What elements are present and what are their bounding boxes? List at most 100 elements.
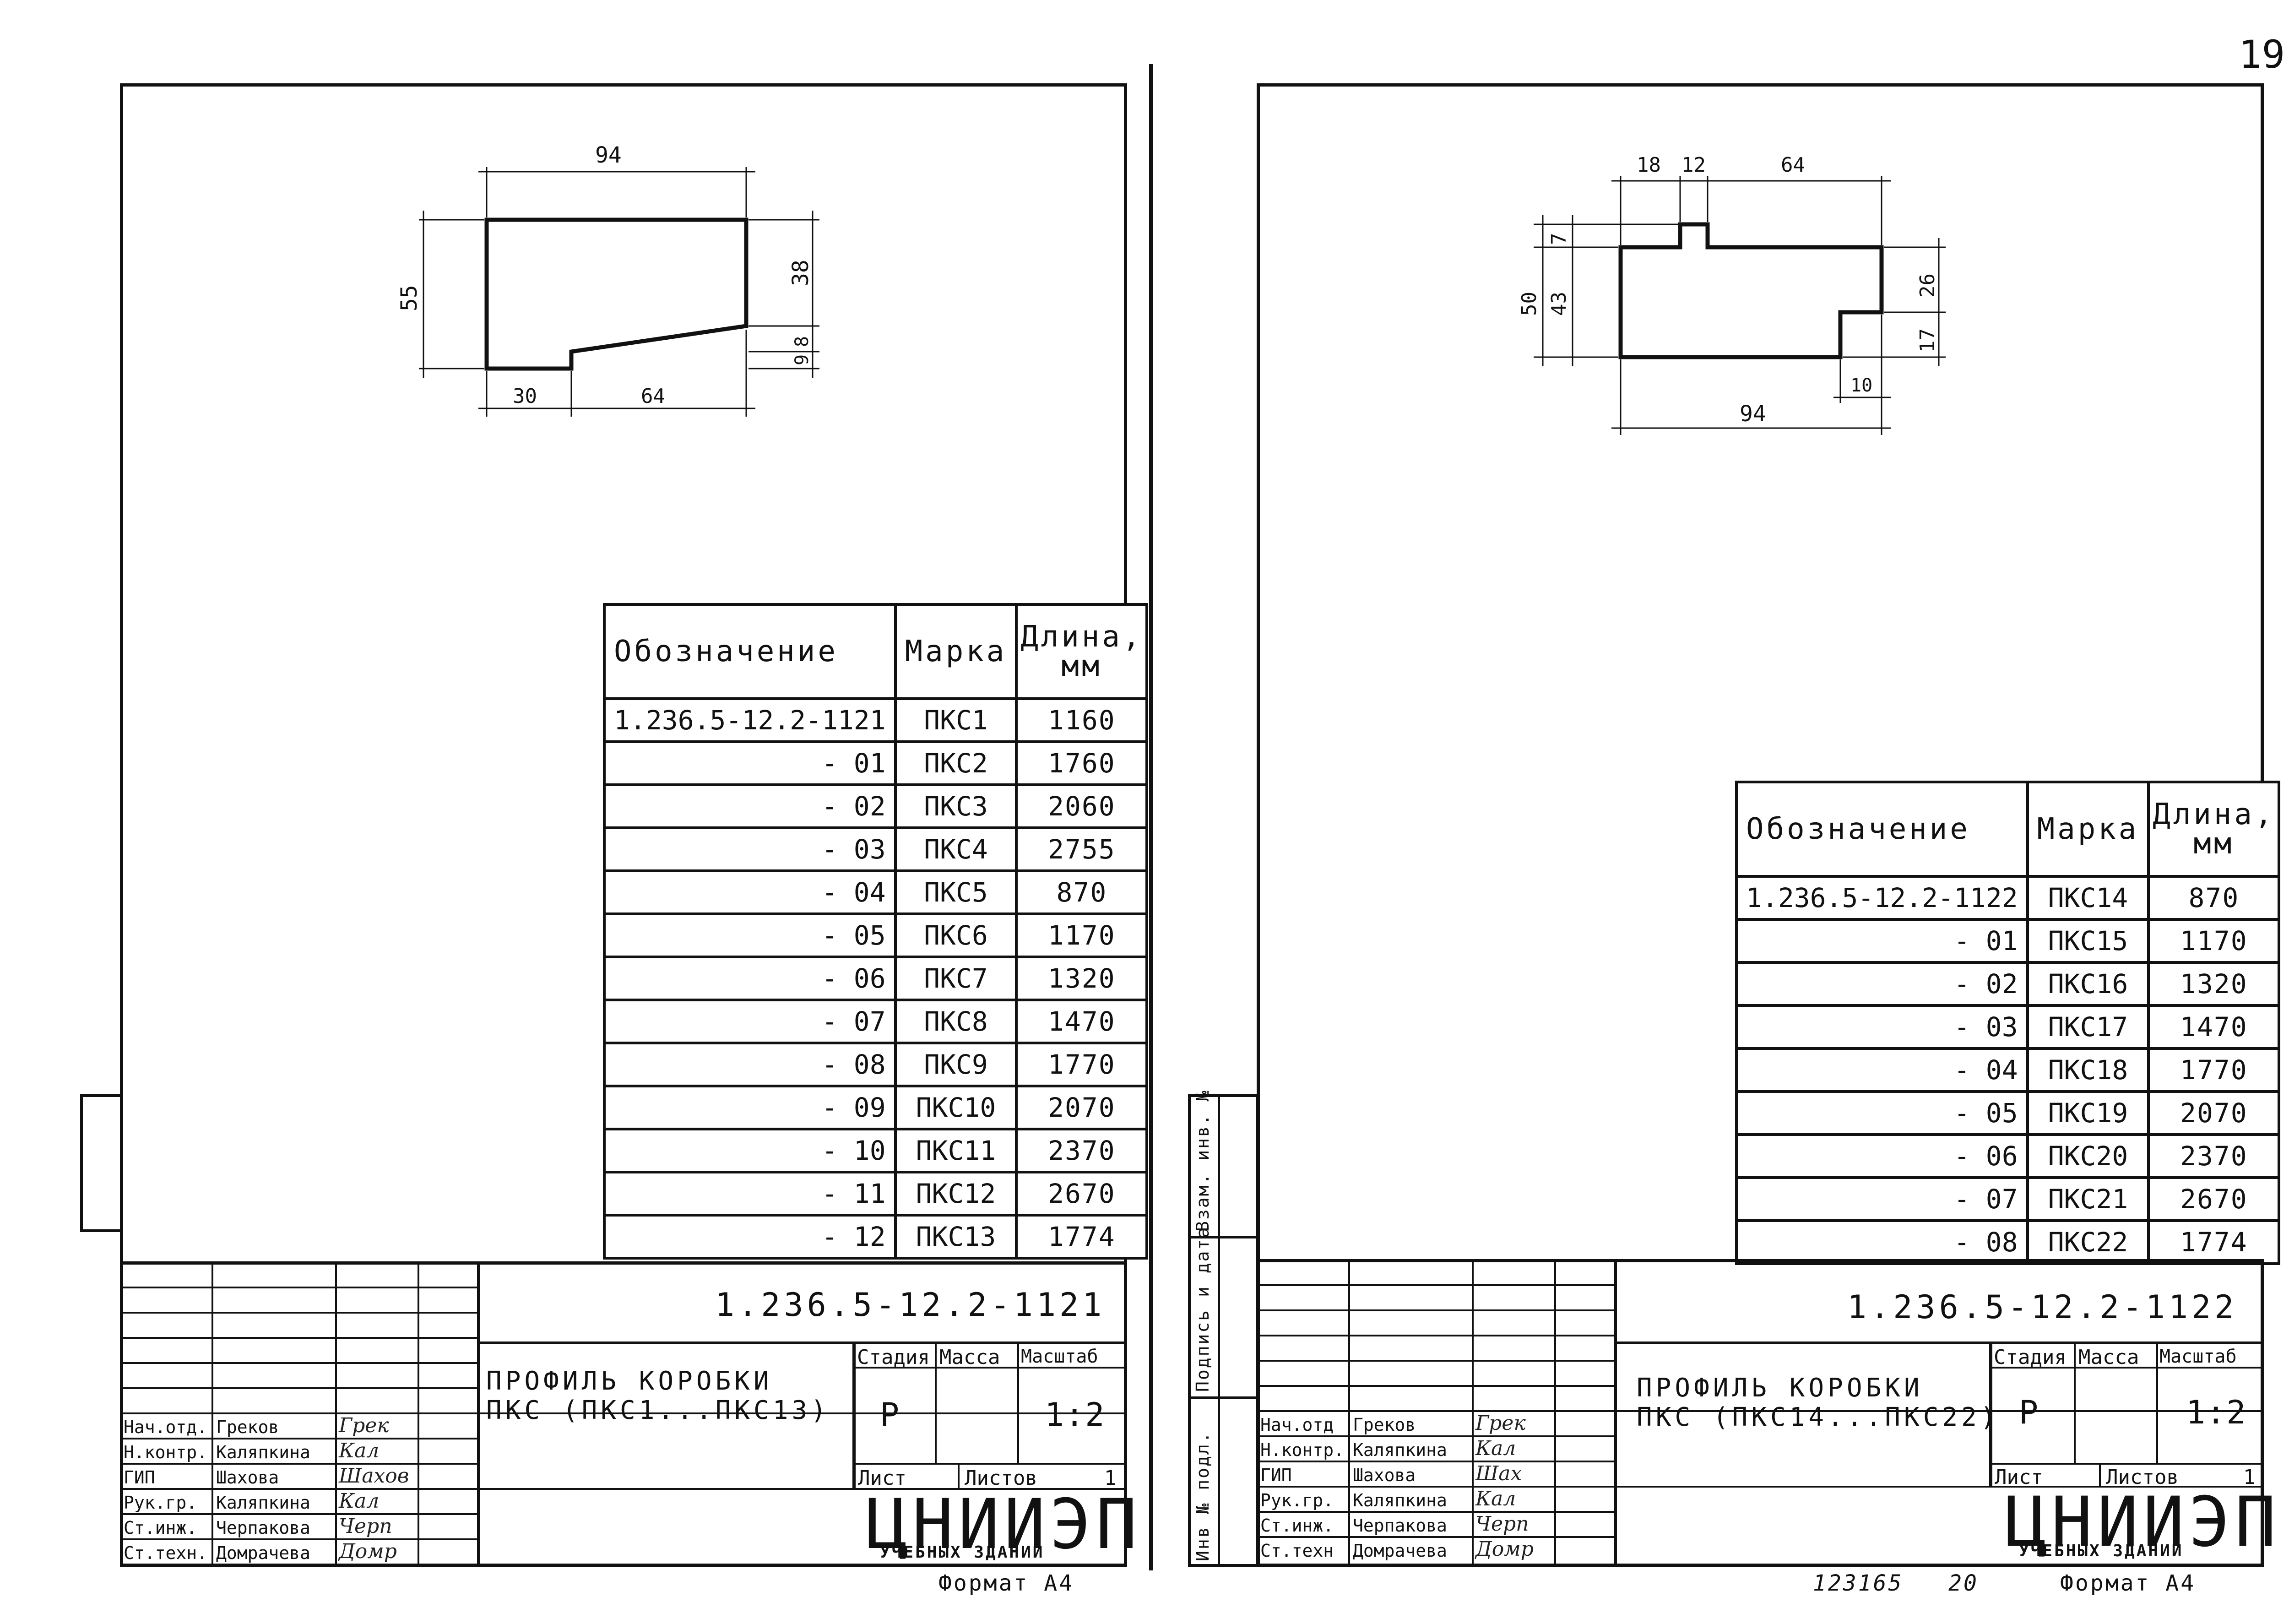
staff-name: Греков: [1353, 1415, 1416, 1435]
staff-role: ГИП: [124, 1467, 155, 1488]
cell-length: 1774: [1015, 1214, 1149, 1260]
staff-role: Н.контр.: [124, 1442, 208, 1462]
tb-line: [1989, 1367, 2264, 1369]
cell-mark: ПКС12: [894, 1171, 1018, 1217]
dim-right-lower-a: 9: [792, 354, 813, 365]
dim-right-upper: 26: [1916, 273, 1939, 298]
cell-length: 1770: [1015, 1042, 1149, 1087]
cell-length: 2670: [1015, 1171, 1149, 1217]
cell-designation: - 04: [603, 869, 897, 915]
staff-role: Рук.гр.: [1260, 1490, 1334, 1510]
cell-designation: - 10: [603, 1128, 897, 1173]
sheets-label: Листов: [965, 1466, 1037, 1490]
sheet-divider: [1149, 64, 1153, 1570]
scale-value: 1:2: [1045, 1396, 1106, 1434]
cell-length: 1170: [2147, 918, 2281, 964]
staff-name: Греков: [216, 1417, 279, 1437]
cell-length: 2670: [2147, 1176, 2281, 1222]
strip-vzam-inv: Взам. инв. №: [1193, 1089, 1213, 1232]
mass-label: Масса: [2078, 1346, 2139, 1369]
tb-line: [120, 1387, 477, 1389]
tb-line: [1614, 1342, 2264, 1344]
tb-line: [120, 1463, 477, 1465]
tb-line: [1257, 1309, 1614, 1311]
tb-line: [120, 1362, 477, 1364]
cell-length: 2370: [1015, 1128, 1149, 1173]
org-subtitle: УЧЕБНЫХ ЗДАНИЙ: [880, 1543, 1045, 1562]
cell-length: 2070: [1015, 1085, 1149, 1130]
tb-line: [935, 1342, 937, 1463]
cell-length: 870: [2147, 875, 2281, 921]
tb-line: [120, 1337, 477, 1339]
tb-line: [120, 1287, 477, 1288]
cell-designation: - 05: [1735, 1090, 2029, 1136]
cell-length: 1770: [2147, 1047, 2281, 1093]
cell-designation: - 03: [1735, 1004, 2029, 1050]
staff-signature: Черп: [1475, 1512, 1529, 1536]
strip-signature-date: Подпись и дата: [1193, 1226, 1213, 1392]
strip-divider: [1188, 1396, 1259, 1399]
staff-signature: Домр: [1475, 1537, 1534, 1561]
dim-top-c: 64: [1781, 153, 1805, 177]
tb-line: [852, 1463, 1127, 1465]
tb-line: [1257, 1335, 1614, 1336]
cell-mark: ПКС21: [2026, 1176, 2150, 1222]
header-designation: Обозначение: [603, 603, 897, 700]
drawing-code: 1.236.5-12.2-1121: [715, 1286, 1106, 1324]
cell-mark: ПКС13: [894, 1214, 1018, 1260]
header-length-l2: мм: [1061, 649, 1102, 683]
cell-length: 1320: [1015, 956, 1149, 1001]
cell-mark: ПКС9: [894, 1042, 1018, 1087]
tb-line: [120, 1488, 1127, 1490]
cell-designation: - 07: [1735, 1176, 2029, 1222]
cell-mark: ПКС18: [2026, 1047, 2150, 1093]
staff-role: ГИП: [1260, 1465, 1292, 1485]
left-margin-line: [80, 1094, 122, 1097]
cell-mark: ПКС2: [894, 740, 1018, 786]
dim-notch: 10: [1850, 375, 1872, 396]
cell-mark: ПКС7: [894, 956, 1018, 1001]
scale-label: Масштаб: [1021, 1346, 1098, 1367]
title-line1: ПРОФИЛЬ КОРОБКИ: [1637, 1373, 1923, 1403]
cell-mark: ПКС22: [2026, 1219, 2150, 1265]
cell-length: 1320: [2147, 961, 2281, 1007]
staff-signature: Кал: [1475, 1487, 1516, 1510]
title-line1: ПРОФИЛЬ КОРОБКИ: [486, 1366, 773, 1396]
header-designation: Обозначение: [1735, 781, 2029, 878]
cell-designation: - 06: [1735, 1133, 2029, 1179]
tb-line: [1257, 1284, 1614, 1286]
tb-line: [120, 1513, 477, 1515]
stage-value: Р: [2019, 1394, 2042, 1431]
tb-line: [1348, 1259, 1350, 1567]
archive-number: 123165 20: [1813, 1570, 1979, 1596]
staff-role: Нач.отд.: [124, 1417, 208, 1437]
org-name: ЦНИИЭП: [2005, 1483, 2281, 1562]
staff-name: Каляпкина: [216, 1493, 310, 1513]
format-label: Формат А4: [938, 1570, 1074, 1596]
dim-height-body: 43: [1547, 292, 1571, 316]
tb-line: [335, 1261, 337, 1567]
left-title-block: 1.236.5-12.2-1121 ПРОФИЛЬ КОРОБКИ ПКС (П…: [120, 1261, 1137, 1567]
staff-role: Ст.инж.: [1260, 1515, 1334, 1536]
tb-line: [852, 1367, 1127, 1369]
scale-value: 1:2: [2186, 1394, 2247, 1431]
tb-line: [1257, 1511, 1614, 1513]
sheets-count: 1: [2243, 1466, 2256, 1489]
staff-name: Шахова: [1353, 1465, 1416, 1485]
table-header-row: Обозначение Марка Длина,мм: [603, 603, 1149, 700]
cell-length: 2060: [1015, 783, 1149, 829]
cell-designation: - 05: [603, 912, 897, 958]
drawing-code: 1.236.5-12.2-1122: [1847, 1288, 2238, 1326]
tb-line: [1989, 1342, 1992, 1486]
scale-label: Масштаб: [2159, 1346, 2237, 1367]
cell-mark: ПКС6: [894, 912, 1018, 958]
cell-mark: ПКС11: [894, 1128, 1018, 1173]
